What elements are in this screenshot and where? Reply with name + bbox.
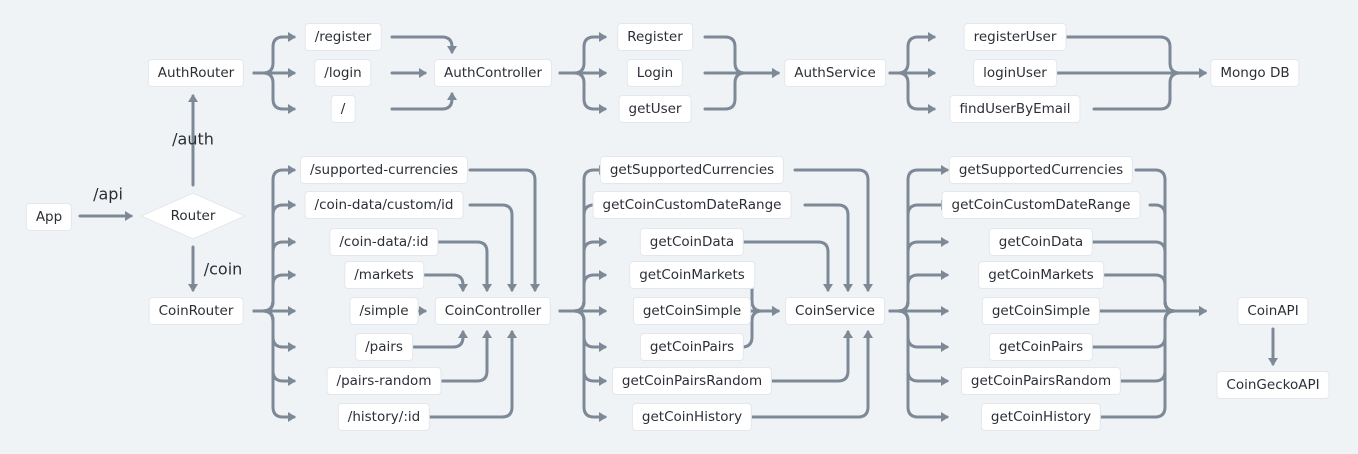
connector-edge <box>770 330 853 383</box>
connector-edge <box>888 309 949 422</box>
auth-controller-method-node: Login <box>627 60 683 86</box>
auth-route-node: /login <box>315 60 371 86</box>
connector-edge <box>1092 68 1207 111</box>
connector-edge <box>252 309 296 422</box>
connector-edge <box>468 203 517 292</box>
connector-edge <box>252 32 296 75</box>
coin-route-node: /coin-data/:id <box>330 229 438 255</box>
connector-edge <box>888 200 949 313</box>
coin-service-method-node: getSupportedCurrencies <box>949 157 1133 183</box>
connector-edge <box>803 203 853 292</box>
coin-edge-label: /coin <box>203 259 243 279</box>
connector-edge <box>468 168 540 292</box>
connector-edge <box>703 35 780 78</box>
coin-controller-method-node: getCoinCustomDateRange <box>593 192 791 218</box>
coin-api-node: CoinAPI <box>1238 298 1308 324</box>
connector-edge <box>418 330 492 383</box>
api-edge-label: /api <box>93 184 123 204</box>
mongo-db-node: Mongo DB <box>1211 60 1299 86</box>
auth-edge-label: /auth <box>172 129 214 149</box>
coingecko-api-node: CoinGeckoAPI <box>1217 372 1329 398</box>
auth-controller-node: AuthController <box>434 60 552 86</box>
auth-controller-method-node: Register <box>618 24 692 50</box>
coin-service-method-node: getCoinPairs <box>989 334 1093 360</box>
connector-edge <box>558 71 607 114</box>
coin-service-method-node: getCoinPairsRandom <box>961 368 1121 394</box>
connector-edge <box>888 71 936 114</box>
coin-service-method-node: getCoinMarkets <box>979 262 1103 288</box>
coin-controller-method-node: getCoinHistory <box>632 404 752 430</box>
connector-edge <box>418 240 492 292</box>
app-node: App <box>26 204 72 230</box>
connector-edge <box>390 35 457 54</box>
connector-edge <box>703 68 780 111</box>
connector-edge <box>888 270 949 313</box>
connector-edge <box>888 309 949 352</box>
auth-service-node: AuthService <box>785 60 885 86</box>
connector-edge <box>390 273 468 292</box>
connector-edge <box>1148 203 1207 316</box>
coin-controller-method-node: getCoinPairs <box>640 334 744 360</box>
auth-service-method-node: findUserByEmail <box>950 96 1080 122</box>
auth-service-method-node: loginUser <box>974 60 1056 86</box>
auth-route-node: / <box>331 96 355 122</box>
auth-router-node: AuthRouter <box>148 60 244 86</box>
connector-edge <box>408 330 517 419</box>
auth-service-method-node: registerUser <box>964 24 1066 50</box>
connector-edge <box>733 330 873 419</box>
coin-controller-method-node: getSupportedCurrencies <box>600 157 784 183</box>
connector-edge <box>1044 35 1207 78</box>
connector-edge <box>888 32 936 75</box>
coin-service-method-node: getCoinCustomDateRange <box>942 192 1140 218</box>
coin-controller-method-node: getCoinSimple <box>633 298 751 324</box>
coin-router-node: CoinRouter <box>149 298 243 324</box>
coin-service-node: CoinService <box>786 298 884 324</box>
coin-route-node: /history/:id <box>338 404 430 430</box>
connector-edge <box>558 32 607 75</box>
connector-edge <box>252 270 296 313</box>
connector-edge <box>793 168 873 292</box>
connector-edge <box>558 309 607 422</box>
router-node: Router <box>170 208 216 224</box>
connector-edge <box>390 92 457 111</box>
coin-controller-node: CoinController <box>435 298 551 324</box>
connector-edge <box>1070 306 1207 419</box>
coin-service-method-node: getCoinSimple <box>982 298 1100 324</box>
coin-route-node: /markets <box>345 262 423 288</box>
auth-controller-method-node: getUser <box>619 96 691 122</box>
coin-route-node: /simple <box>350 298 418 324</box>
coin-controller-method-node: getCoinMarkets <box>630 262 754 288</box>
router-diamond <box>139 192 247 240</box>
coin-service-method-node: getCoinHistory <box>981 404 1101 430</box>
coin-route-node: /pairs-random <box>327 368 441 394</box>
connector-edge <box>252 71 296 114</box>
coin-controller-method-node: getCoinData <box>640 229 744 255</box>
auth-route-node: /register <box>305 24 381 50</box>
coin-controller-method-node: getCoinPairsRandom <box>612 368 772 394</box>
coin-route-node: /supported-currencies <box>300 157 468 183</box>
coin-service-method-node: getCoinData <box>989 229 1093 255</box>
connector-edge <box>390 330 468 349</box>
connector-edge <box>719 240 833 292</box>
coin-route-node: /pairs <box>356 334 412 360</box>
coin-route-node: /coin-data/custom/id <box>305 192 463 218</box>
connector-edge <box>720 306 780 349</box>
